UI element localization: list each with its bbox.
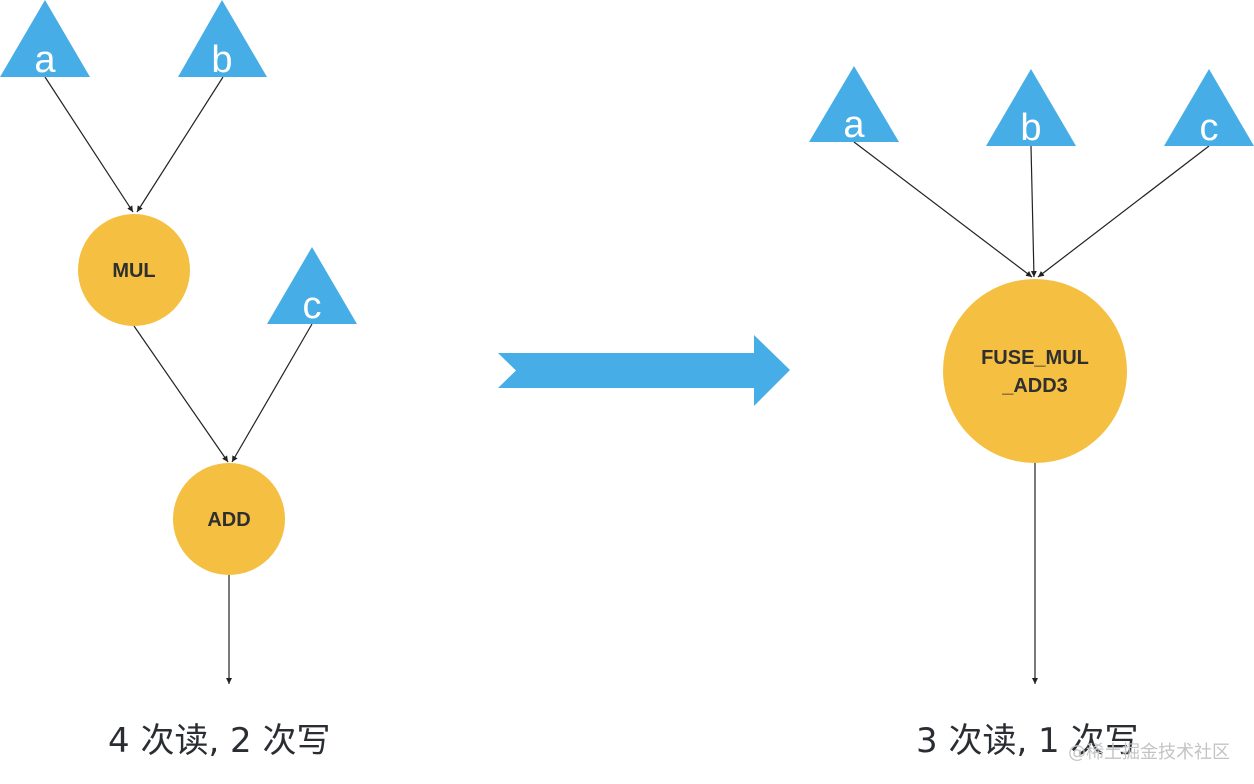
op-node-label-line-2: _ADD3 xyxy=(1001,375,1068,397)
before-caption: 4 次读, 2 次写 xyxy=(108,721,331,761)
op-node-mul: MUL xyxy=(78,214,190,326)
edge-mul-to-add xyxy=(133,325,229,463)
after-caption: 3 次读, 1 次写 xyxy=(916,721,1139,761)
edge-a-to-fused xyxy=(853,141,1033,278)
edge-c-to-add xyxy=(231,323,313,463)
input-node-c: c xyxy=(267,247,357,327)
op-node-label: MUL xyxy=(112,260,155,282)
watermark: @稀土掘金技术社区 xyxy=(1068,742,1230,763)
edge-b-to-mul xyxy=(136,76,224,213)
after-graph: a b c FUSE_MUL _ADD3 3 次读, 1 次写 xyxy=(809,66,1254,761)
input-node-label: b xyxy=(211,39,232,81)
edge-b-to-fused xyxy=(1030,145,1037,278)
op-node-add: ADD xyxy=(173,463,285,575)
input-node-label: a xyxy=(843,104,865,146)
input-node-a: a xyxy=(0,0,90,81)
input-node-label: a xyxy=(34,39,56,81)
before-graph: a b c MUL ADD 4 次读, 2 次写 xyxy=(0,0,357,761)
edge-a-to-mul xyxy=(44,76,134,213)
op-node-fused: FUSE_MUL _ADD3 xyxy=(943,279,1127,463)
input-node-b: b xyxy=(986,69,1076,149)
op-node-label: ADD xyxy=(207,509,250,531)
right-arrow-icon xyxy=(498,335,790,406)
input-node-c: c xyxy=(1164,69,1254,149)
input-node-a: a xyxy=(809,66,899,146)
input-node-b: b xyxy=(178,0,267,81)
input-node-label: b xyxy=(1020,107,1041,149)
input-node-label: c xyxy=(303,285,322,327)
edge-c-to-fused xyxy=(1037,145,1210,278)
op-node-label-line-1: FUSE_MUL xyxy=(981,347,1089,369)
input-node-label: c xyxy=(1200,107,1219,149)
